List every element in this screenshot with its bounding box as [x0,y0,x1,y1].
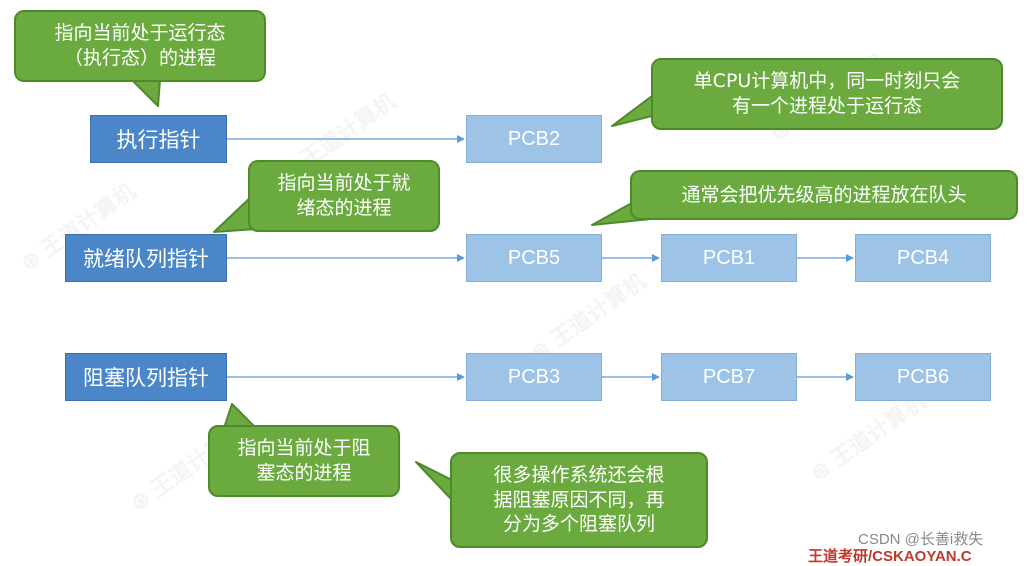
pcb-ready-3: PCB4 [855,234,991,282]
running-pointer: 执行指针 [90,115,227,163]
pcb-blocked-3: PCB6 [855,353,991,401]
pcb-running-1: PCB2 [466,115,602,163]
brand-credit: 王道考研/CSKAOYAN.C [808,548,972,565]
callout-ready-pointer: 指向当前处于就 绪态的进程 [248,160,440,232]
callout-line: 绪态的进程 [296,197,392,219]
callout-line: 分为多个阻塞队列 [502,513,655,536]
tail-running-ptr [131,79,161,107]
pcb-blocked-2: PCB7 [661,353,797,401]
callout-line: 很多操作系统还会根 [493,463,665,486]
callout-line: 据阻塞原因不同，再 [493,488,665,511]
csdn-credit: CSDN @长善i救失 [858,531,984,548]
callout-running-pointer: 指向当前处于运行态 （执行态）的进程 [14,10,266,82]
callout-line: 有一个进程处于运行态 [731,95,922,117]
pcb-ready-2: PCB1 [661,234,797,282]
blocked-queue-pointer: 阻塞队列指针 [65,353,227,401]
pcb-ready-1: PCB5 [466,234,602,282]
tail-single-cpu [611,95,653,127]
callout-line: 指向当前处于运行态 [54,22,226,45]
callout-line: 单CPU计算机中，同一时刻只会 [693,70,961,93]
callout-line: （执行态）的进程 [63,47,216,69]
ready-queue-pointer: 就绪队列指针 [65,234,227,282]
callout-line: 指向当前处于就 [277,172,411,195]
callout-line: 指向当前处于阻 [237,437,371,460]
callout-line: 塞态的进程 [256,462,352,484]
pcb-blocked-1: PCB3 [466,353,602,401]
callout-priority: 通常会把优先级高的进程放在队头 [630,170,1018,220]
callout-blocked-pointer: 指向当前处于阻 塞态的进程 [208,425,400,497]
callout-multiple-blocked-queues: 很多操作系统还会根 据阻塞原因不同，再 分为多个阻塞队列 [450,452,708,548]
callout-single-cpu: 单CPU计算机中，同一时刻只会 有一个进程处于运行态 [651,58,1003,130]
tail-multi-queue [415,461,453,501]
callout-line: 通常会把优先级高的进程放在队头 [681,183,967,206]
